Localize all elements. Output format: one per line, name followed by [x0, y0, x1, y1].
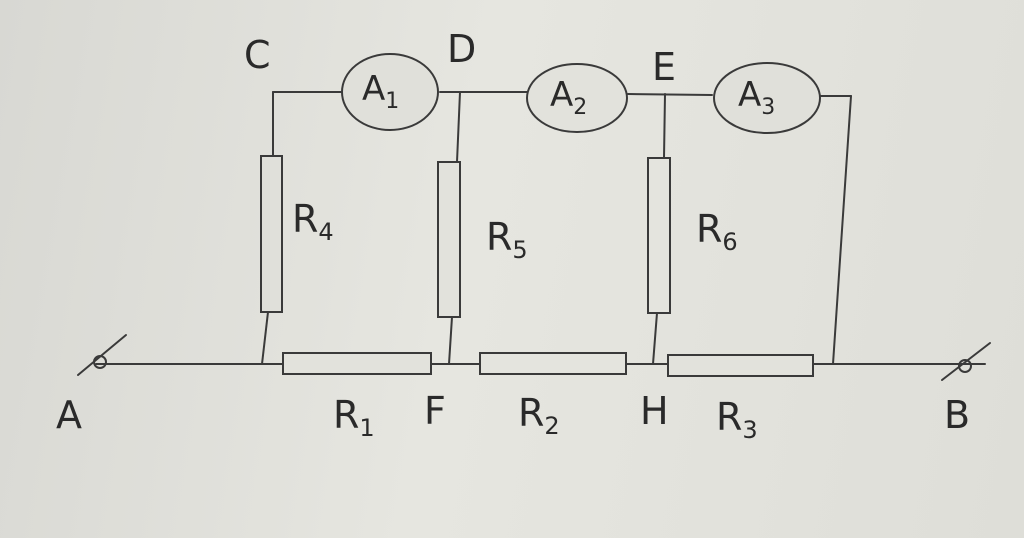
- node-b-text: B: [944, 393, 971, 437]
- wire-d-r5: [456, 91, 461, 163]
- terminal-a-stroke: [77, 334, 127, 376]
- label-a1: A1: [362, 72, 399, 113]
- wire-a2-a3: [627, 93, 713, 96]
- wire-r4-main: [261, 311, 269, 365]
- resistor-r2-body: [479, 352, 627, 375]
- label-r6: R6: [696, 210, 738, 254]
- r5-letter: R: [486, 215, 513, 259]
- r1-letter: R: [333, 393, 360, 437]
- resistor-r6-body: [647, 157, 671, 314]
- node-e-text: E: [652, 45, 677, 89]
- node-f-text: F: [424, 389, 446, 433]
- r4-index: 4: [318, 218, 334, 246]
- a1-letter: A: [362, 69, 386, 109]
- resistor-r5-body: [437, 161, 461, 318]
- wire-r5-f: [448, 316, 453, 365]
- label-node-d: D: [447, 30, 476, 68]
- r2-index: 2: [544, 412, 560, 440]
- label-node-a: A: [56, 396, 82, 434]
- r4-letter: R: [292, 197, 319, 241]
- resistor-r3-body: [667, 354, 814, 377]
- label-a2: A2: [550, 78, 587, 119]
- r5-index: 5: [512, 236, 528, 264]
- resistor-r1-body: [282, 352, 432, 375]
- r6-letter: R: [696, 207, 723, 251]
- a2-letter: A: [550, 75, 574, 115]
- r3-letter: R: [716, 395, 743, 439]
- label-r3: R3: [716, 398, 758, 442]
- label-r4: R4: [292, 200, 334, 244]
- label-node-e: E: [652, 48, 676, 86]
- a3-index: 3: [761, 95, 776, 120]
- label-node-c: C: [244, 36, 271, 74]
- wire-e-r6: [663, 93, 666, 159]
- node-a-text: A: [56, 393, 82, 437]
- r6-index: 6: [722, 228, 738, 256]
- label-a3: A3: [738, 78, 775, 119]
- r3-index: 3: [742, 416, 758, 444]
- ammeter-a1-body: [341, 53, 439, 131]
- r2-letter: R: [518, 391, 545, 435]
- wire-r6-h: [652, 312, 658, 365]
- node-c-text: C: [244, 33, 271, 77]
- node-d-text: D: [447, 27, 477, 71]
- label-node-b: B: [944, 396, 970, 434]
- ammeter-a2-body: [526, 63, 628, 133]
- label-r2: R2: [518, 394, 560, 438]
- a2-index: 2: [573, 95, 588, 120]
- label-node-f: F: [424, 392, 446, 430]
- label-r5: R5: [486, 218, 528, 262]
- a1-index: 1: [385, 89, 400, 114]
- wire-right-vertical: [832, 95, 852, 365]
- terminal-b-stroke: [941, 342, 991, 381]
- resistor-r4-body: [260, 155, 283, 313]
- label-node-h: H: [640, 392, 669, 430]
- ammeter-a3-body: [713, 62, 821, 134]
- a3-letter: A: [738, 75, 762, 115]
- node-h-text: H: [640, 389, 669, 433]
- label-r1: R1: [333, 396, 375, 440]
- r1-index: 1: [359, 414, 375, 442]
